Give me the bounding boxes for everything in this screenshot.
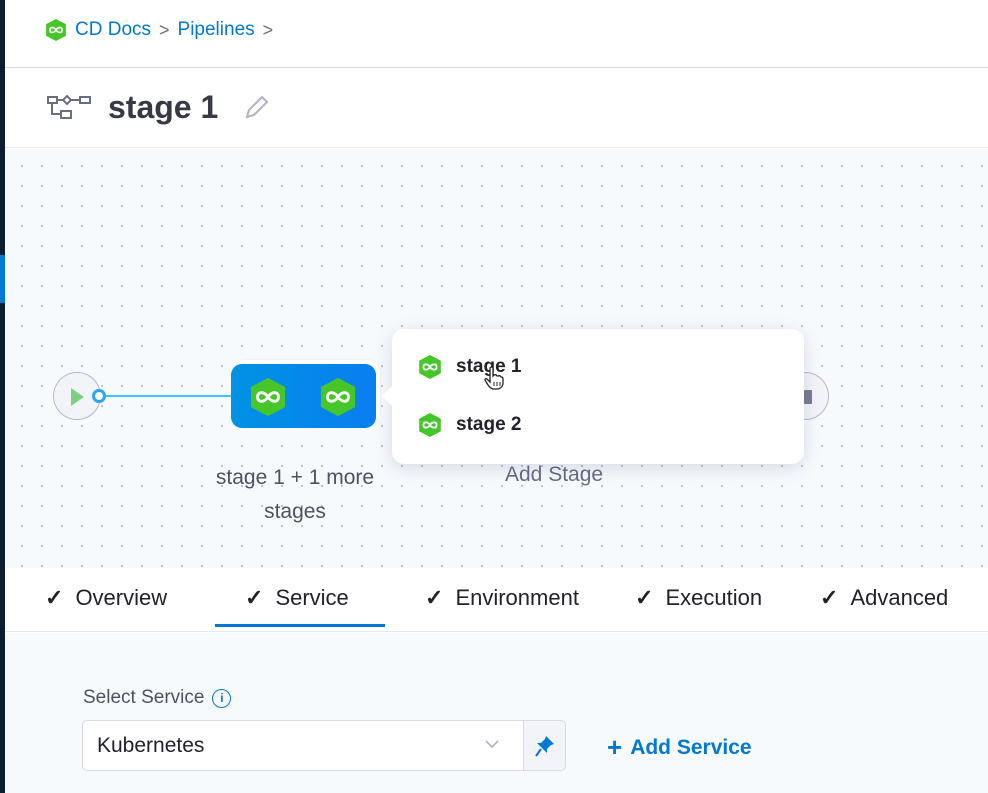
stage-icon [418,355,442,379]
breadcrumb-separator: > [159,19,170,40]
tab-overview[interactable]: ✓ Overview [45,585,167,611]
plus-icon: + [607,732,623,762]
connector-port[interactable] [92,389,106,403]
hand-cursor-icon [484,366,504,390]
stop-icon [804,390,812,404]
select-service-label: Select Service i [83,687,232,709]
check-icon: ✓ [245,585,264,610]
pin-button[interactable] [523,720,566,771]
stage-group-label-line2: stages [264,500,326,523]
stage-group-popover: stage 1 stage 2 [382,329,804,464]
tab-execution[interactable]: ✓ Execution [635,585,762,611]
stage-tabs: ✓ Overview ✓ Service ✓ Environment ✓ Executi… [5,568,988,632]
select-service-label-text: Select Service [83,687,205,708]
popover-item-stage-1[interactable]: stage 1 [418,355,521,379]
page-title: stage 1 [108,89,219,125]
check-icon: ✓ [45,585,64,610]
service-panel: Select Service i Kubernetes + Add Service [5,633,988,793]
stage-group-node[interactable] [231,364,376,428]
popover-item-stage-2[interactable]: stage 2 [418,413,521,437]
breadcrumb-project[interactable]: CD Docs [75,19,152,40]
tab-service[interactable]: ✓ Service [215,585,385,627]
add-service-label: Add Service [630,735,752,759]
edit-pencil-icon[interactable] [243,95,269,121]
tab-label: Environment [455,585,579,610]
stage-group-label-line1: stage 1 + 1 more [215,466,375,489]
check-icon: ✓ [425,585,444,610]
play-icon [71,388,84,406]
breadcrumb-separator: > [262,19,274,40]
tab-label: Execution [665,585,763,610]
check-icon: ✓ [820,585,839,610]
pipeline-stage-icon [47,95,91,119]
chevron-down-icon [485,740,499,749]
tab-advanced[interactable]: ✓ Advanced [820,585,948,611]
tab-label: Overview [75,585,168,610]
pin-icon [535,736,554,757]
service-select-value: Kubernetes [97,734,205,757]
header: CD Docs > Pipelines > [5,0,988,68]
breadcrumb: CD Docs > Pipelines > [45,19,273,41]
left-nav-strip [0,0,5,793]
stage-group-label: stage 1 + 1 more stages [195,461,395,529]
tab-label: Service [275,585,349,610]
title-bar: stage 1 [5,69,988,148]
breadcrumb-pipelines[interactable]: Pipelines [177,19,255,40]
stage-icon [319,378,357,416]
info-icon[interactable]: i [212,688,232,708]
connector-line [106,395,232,397]
cd-module-icon [45,19,67,41]
add-stage-label[interactable]: Add Stage [505,463,604,486]
tab-label: Advanced [850,585,949,610]
popover-item-label: stage 1 [456,356,522,377]
service-select[interactable]: Kubernetes [82,720,524,771]
popover-item-label: stage 2 [456,414,522,435]
left-nav-active-indicator [0,255,5,303]
stage-icon [418,413,442,437]
tab-environment[interactable]: ✓ Environment [425,585,579,611]
check-icon: ✓ [635,585,654,610]
add-service-button[interactable]: + Add Service [607,732,752,763]
stage-icon [249,378,287,416]
